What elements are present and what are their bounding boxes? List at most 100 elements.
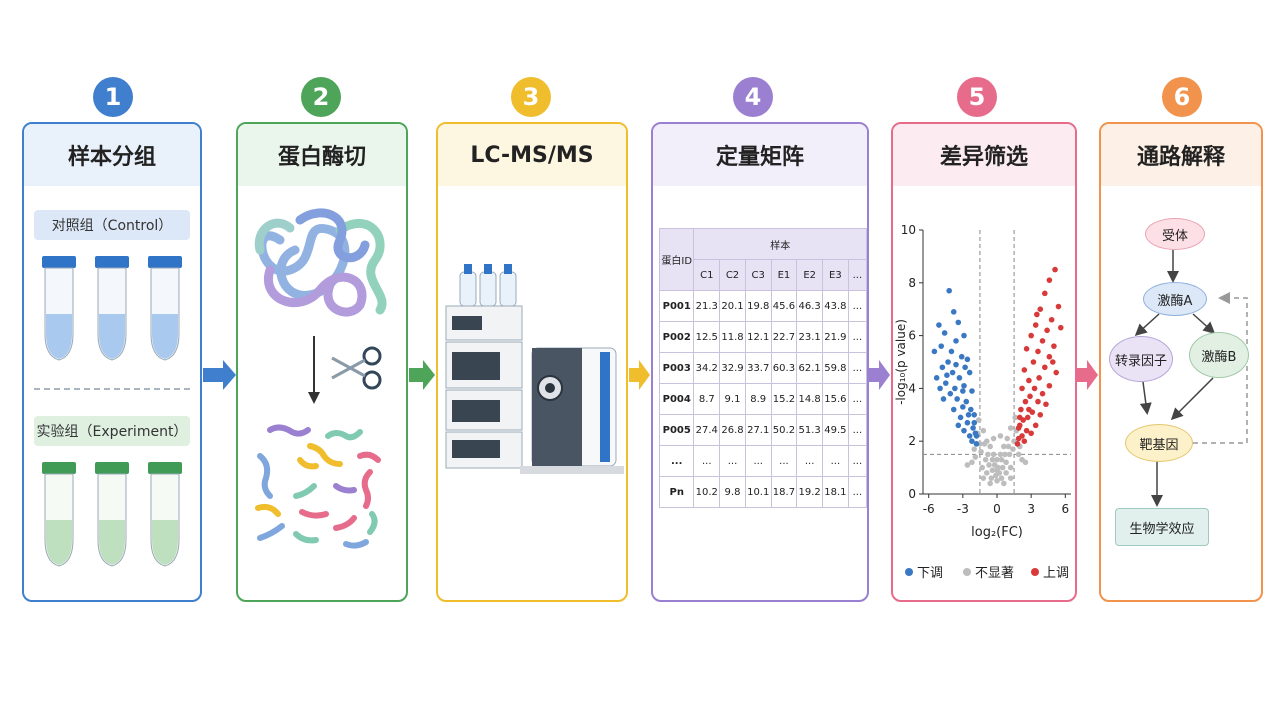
scatter-point (994, 467, 1000, 474)
scissors-icon (331, 346, 382, 390)
scatter-point (979, 464, 985, 471)
matrix-row-id: P003 (658, 352, 695, 384)
legend-down-dot (905, 567, 913, 576)
matrix-col-header: C1 (693, 259, 721, 291)
digest-arrow (308, 336, 320, 404)
scatter-point (1022, 459, 1029, 466)
scatter-point (952, 385, 958, 392)
scatter-point (999, 464, 1006, 471)
legend-down: 下调 (905, 562, 943, 581)
matrix-cell: 19.2 (796, 476, 824, 508)
scatter-point (1042, 290, 1048, 297)
scatter-point (1021, 438, 1028, 444)
scatter-point (980, 475, 987, 481)
scatter-point (1055, 303, 1062, 310)
scatter-point (1019, 385, 1025, 392)
matrix-cell: ... (719, 445, 746, 477)
scatter-point (1046, 277, 1053, 283)
peptide-fragments-icon (255, 424, 381, 549)
matrix-cell: 34.2 (693, 352, 721, 384)
step-5-badge: 5 (957, 77, 997, 117)
node-kinase-a: 激酶A (1143, 282, 1207, 316)
matrix-col-header: ... (847, 259, 867, 291)
matrix-cell: 8.9 (744, 383, 772, 415)
panel-2-title: 蛋白酶切 (238, 124, 406, 186)
scatter-point (971, 446, 978, 452)
lc-stack (445, 305, 523, 469)
x-axis-label: log₂(FC) (971, 525, 1023, 540)
scatter-point (988, 475, 995, 481)
matrix-cell: ... (847, 445, 867, 477)
matrix-cell: 50.2 (770, 414, 798, 446)
matrix-cell: 26.8 (719, 414, 746, 446)
flow-arrow-3 (629, 360, 650, 390)
scatter-point (1012, 414, 1019, 421)
scatter-point (990, 451, 997, 458)
tube-icon (148, 256, 182, 361)
y-tick-label: 10 (901, 223, 916, 237)
matrix-cell: 27.4 (693, 414, 721, 446)
node-kinase-b: 激酶B (1189, 332, 1249, 378)
scatter-point (971, 419, 978, 426)
matrix-cell: 8.7 (693, 383, 721, 415)
matrix-cell: 45.6 (770, 290, 798, 322)
node-transcription-factor: 转录因子 (1109, 336, 1173, 382)
ms-unit (520, 347, 624, 474)
scatter-point (955, 422, 962, 429)
matrix-cell: 33.7 (744, 352, 772, 384)
scatter-point (957, 414, 964, 421)
scatter-point (1035, 348, 1041, 355)
scatter-point (954, 396, 960, 402)
matrix-cell: ... (847, 290, 867, 322)
control-tubes (42, 256, 182, 361)
matrix-cell: ... (847, 414, 867, 446)
tube-icon (148, 462, 182, 567)
scatter-point (1046, 382, 1053, 389)
matrix-cell: ... (744, 445, 772, 477)
table-row: ........................ (658, 445, 867, 477)
matrix-cell: 12.1 (744, 321, 772, 353)
scatter-point (945, 359, 951, 365)
scatter-point (985, 451, 991, 458)
matrix-cell: ... (770, 445, 798, 477)
scatter-point (1018, 406, 1024, 413)
scatter-point (1026, 406, 1032, 413)
scatter-point (969, 438, 975, 444)
matrix-cell: ... (693, 445, 721, 477)
matrix-samples-header: 样本 (693, 228, 867, 260)
flow-arrow-2 (409, 360, 435, 390)
x-tick-label: -3 (957, 502, 969, 516)
matrix-cell: 21.9 (822, 321, 849, 353)
matrix-cell: 21.3 (693, 290, 721, 322)
scatter-point (1042, 364, 1048, 371)
matrix-cell: 22.7 (770, 321, 798, 353)
matrix-cell: ... (847, 383, 867, 415)
scatter-point (1016, 414, 1023, 421)
y-tick-label: 0 (908, 487, 916, 501)
scatter-point (1005, 443, 1012, 450)
flow-arrow-5 (1077, 360, 1098, 390)
matrix-id-header: 蛋白ID (658, 228, 695, 291)
scatter-point (964, 462, 971, 468)
step-4-badge: 4 (733, 77, 773, 117)
matrix-cell: 9.1 (719, 383, 746, 415)
scatter-point (1043, 401, 1049, 408)
scatter-point (982, 456, 989, 463)
node-target-gene: 靶基因 (1125, 424, 1193, 462)
panel-protein-digestion: 蛋白酶切 (236, 122, 408, 602)
scatter-point (1053, 369, 1059, 376)
step-3-badge: 3 (511, 77, 551, 117)
scatter-point (1044, 327, 1050, 334)
scatter-point (965, 412, 972, 418)
y-tick-label: 2 (908, 434, 916, 448)
scatter-point (1046, 353, 1053, 360)
scatter-point (953, 338, 959, 344)
scatter-point (1028, 332, 1034, 339)
scatter-point (1035, 398, 1041, 405)
scatter-point (944, 372, 950, 378)
scatter-point (1031, 385, 1038, 392)
panel-lc-ms: LC-MS/MS (436, 122, 628, 602)
step-6-badge: 6 (1162, 77, 1202, 117)
